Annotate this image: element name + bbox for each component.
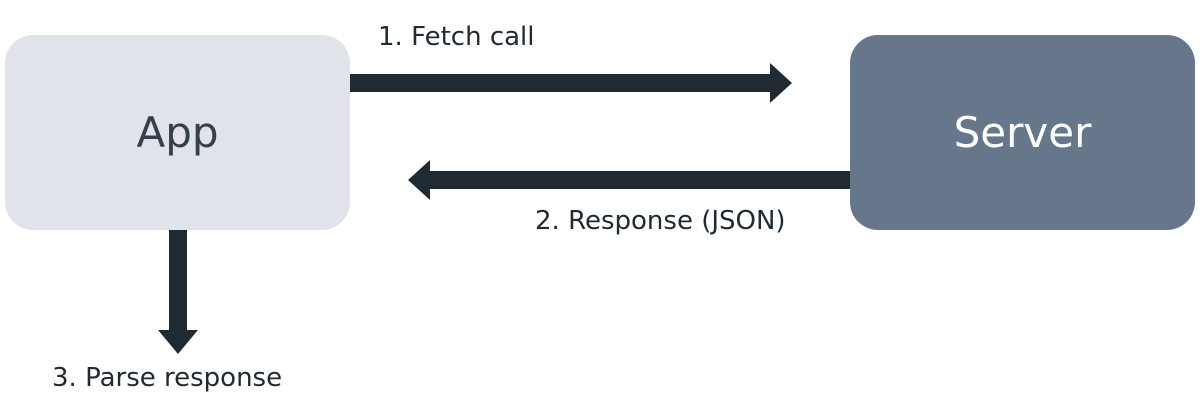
fetch-call-label: 1. Fetch call	[378, 22, 535, 52]
parse-response-arrow	[158, 230, 198, 354]
server-node-label: Server	[953, 107, 1092, 157]
parse-response-label: 3. Parse response	[52, 363, 283, 393]
server-node: Server	[850, 35, 1195, 230]
response-label: 2. Response (JSON)	[535, 206, 786, 236]
response-arrow	[408, 160, 850, 200]
app-node: App	[5, 35, 350, 230]
fetch-call-arrow	[350, 63, 792, 103]
app-node-label: App	[136, 107, 219, 157]
